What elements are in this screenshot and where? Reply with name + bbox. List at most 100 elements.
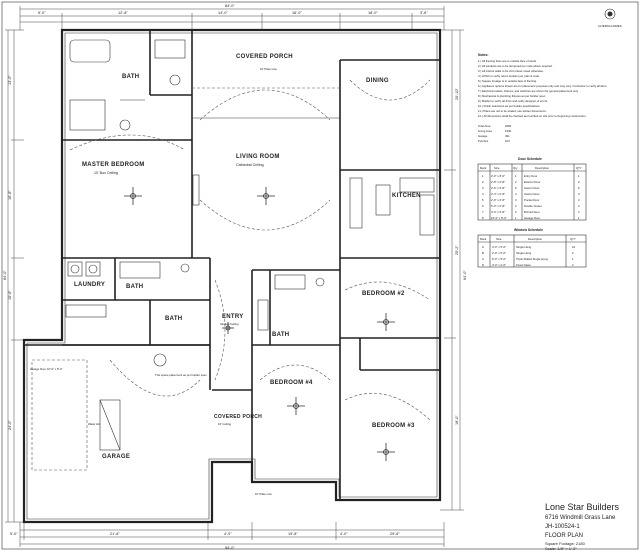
door-r2-desc: Exterior Door bbox=[524, 180, 541, 184]
label-master-bedroom-sub: 10' Box Ceiling bbox=[94, 171, 118, 175]
label-bedroom-2: BEDROOM #2 bbox=[362, 291, 405, 297]
label-living-room: LIVING ROOM bbox=[236, 154, 280, 160]
win-r4-size: 3'-0" x 2'-0" bbox=[492, 263, 506, 267]
note-8: 8.) Mechanical & plumbing fixtures as pe… bbox=[478, 94, 546, 98]
living-area-value: 1930 bbox=[505, 129, 512, 133]
win-r3-desc: Triple Mulled Single Hung bbox=[516, 257, 548, 261]
door-r1-size: 3'-0" x 8'-0" bbox=[491, 174, 505, 178]
porches-area-value: 163 bbox=[505, 139, 510, 143]
door-r6-mark: 6 bbox=[482, 204, 484, 208]
dim-left-4: 24'-0" bbox=[8, 420, 12, 430]
window-schedule-title: Window Schedule bbox=[514, 228, 543, 232]
door-r1-qty: 1 bbox=[515, 174, 517, 178]
label-bath-master: BATH bbox=[122, 74, 139, 80]
note-10: 10.) Finish selections as per builder sp… bbox=[478, 104, 541, 108]
garage-area-value: 491 bbox=[505, 134, 510, 138]
label-covered-porch-front: COVERED PORCH bbox=[214, 414, 262, 420]
label-bedroom-3: BEDROOM #3 bbox=[372, 423, 415, 429]
label-bedroom-4: BEDROOM #4 bbox=[270, 380, 313, 386]
door-r6-qty: 2 bbox=[515, 204, 517, 208]
win-h-qty: QTY bbox=[570, 237, 576, 241]
label-ac-note: This space placement as per builder spec… bbox=[155, 373, 208, 377]
note-6: 6.) Appliance options shown are for plac… bbox=[478, 84, 607, 88]
dim-right-1: 20'-10" bbox=[455, 88, 459, 100]
logo: ALTERNA HOMES bbox=[598, 8, 622, 28]
door-r6-size: 5'-0" x 6'-8" bbox=[491, 204, 505, 208]
dim-bottom-1: 5'-0" bbox=[10, 532, 18, 536]
total-area-label: Total Area bbox=[478, 124, 491, 128]
room-labels: COVERED PORCH 10' Plate Line DINING LIVI… bbox=[30, 54, 420, 496]
label-porch-ceiling: 10' Ceiling bbox=[218, 422, 231, 426]
dim-left-2: 16'-6" bbox=[8, 190, 12, 200]
tb-address: 6716 Windmill Grass Lane bbox=[545, 515, 616, 521]
tb-sheet-title: FLOOR PLAN bbox=[545, 533, 583, 539]
door-r4-qty2: 4 bbox=[578, 192, 580, 196]
win-h-desc: Description bbox=[528, 237, 542, 241]
door-r5-mark: 5 bbox=[482, 198, 484, 202]
dim-bottom-2: 21'-8" bbox=[110, 532, 120, 536]
door-r4-desc: Interior Door bbox=[524, 192, 540, 196]
label-bath-2: BATH bbox=[272, 332, 289, 338]
door-r8-qty2: 1 bbox=[578, 216, 580, 220]
door-schedule: Door Schedule Mark Size Qty Description … bbox=[477, 157, 587, 221]
notes-heading: Notes: bbox=[478, 53, 489, 57]
label-water-heater: Water Htr. bbox=[88, 422, 101, 426]
door-r3-size: 2'-6" x 6'-8" bbox=[491, 186, 505, 190]
dim-bottom-4: 19'-8" bbox=[288, 532, 298, 536]
door-r7-desc: Bi-Fold Door bbox=[524, 210, 540, 214]
win-r2-desc: Single Hung bbox=[516, 251, 532, 255]
door-r2-mark: 2 bbox=[482, 180, 484, 184]
win-r1-qty: 10 bbox=[572, 245, 576, 249]
door-r2-qty: 2 bbox=[515, 180, 517, 184]
living-area-label: Living Area bbox=[478, 129, 492, 133]
logo-text: ALTERNA HOMES bbox=[598, 24, 622, 28]
dim-right-3: 18'-0" bbox=[455, 415, 459, 425]
win-r2-size: 2'-0" x 5'-0" bbox=[492, 251, 506, 255]
door-r5-desc: Pocket Door bbox=[524, 198, 539, 202]
door-r3-qty2: 6 bbox=[578, 186, 580, 190]
door-r4-size: 2'-4" x 6'-8" bbox=[491, 192, 505, 196]
dim-top-2: 12'-8" bbox=[118, 11, 128, 15]
interior-walls bbox=[24, 30, 440, 500]
title-block: Lone Star Builders 6716 Windmill Grass L… bbox=[545, 502, 620, 551]
dim-top-4: 16'-0" bbox=[292, 11, 302, 15]
door-r6-desc: Double Closet bbox=[524, 204, 542, 208]
note-2: 2.) All windows are to be tempered per c… bbox=[478, 64, 553, 68]
dim-top-overall: 84'-0" bbox=[225, 4, 235, 8]
label-plate-line: 10' Plate Line bbox=[260, 67, 277, 71]
label-master-bedroom: MASTER BEDROOM bbox=[82, 162, 145, 168]
dim-right-2: 25'-2" bbox=[455, 245, 459, 255]
win-r1-mark: A bbox=[482, 245, 484, 249]
door-r1-desc: Entry Door bbox=[524, 174, 537, 178]
door-r8-qty: 1 bbox=[515, 216, 517, 220]
win-r2-qty: 2 bbox=[572, 251, 574, 255]
label-bath-hall: BATH bbox=[126, 284, 143, 290]
win-r1-size: 3'-0" x 5'-0" bbox=[492, 245, 506, 249]
label-laundry: LAUNDRY bbox=[74, 282, 105, 288]
door-r5-qty: 3 bbox=[515, 198, 517, 202]
door-r7-size: 4'-0" x 6'-8" bbox=[491, 210, 505, 214]
note-5: 5.) Square footage is to outside face of… bbox=[478, 79, 537, 83]
tb-footage: Square Footage: 2180 bbox=[545, 541, 586, 546]
win-r1-desc: Single Hung bbox=[516, 245, 532, 249]
dim-left-3: 10'-6" bbox=[8, 290, 12, 300]
label-living-room-sub: Cathedral Ceiling bbox=[236, 163, 264, 167]
door-r8-size: 16'-0" x 8'-0" bbox=[491, 216, 507, 220]
door-h-desc: Description bbox=[535, 166, 549, 170]
door-r7-qty2: 2 bbox=[578, 210, 580, 214]
dim-top-6: 3'-6" bbox=[420, 11, 428, 15]
note-12: 12.) All dimensions shall be checked and… bbox=[478, 114, 587, 118]
door-r3-mark: 3 bbox=[482, 186, 484, 190]
door-r4-qty: 4 bbox=[515, 192, 517, 196]
electrical-runs bbox=[69, 79, 431, 421]
note-7: 7.) Electrical outlets, fixtures, and sw… bbox=[478, 89, 579, 93]
door-r8-mark: 8 bbox=[482, 216, 484, 220]
win-r4-qty: 2 bbox=[572, 263, 574, 267]
porches-area-label: Porches bbox=[478, 139, 489, 143]
win-h-size: Size bbox=[496, 237, 502, 241]
door-h-qty2: QTY bbox=[576, 166, 582, 170]
dim-top-5: 18'-0" bbox=[368, 11, 378, 15]
fixtures bbox=[31, 39, 435, 471]
